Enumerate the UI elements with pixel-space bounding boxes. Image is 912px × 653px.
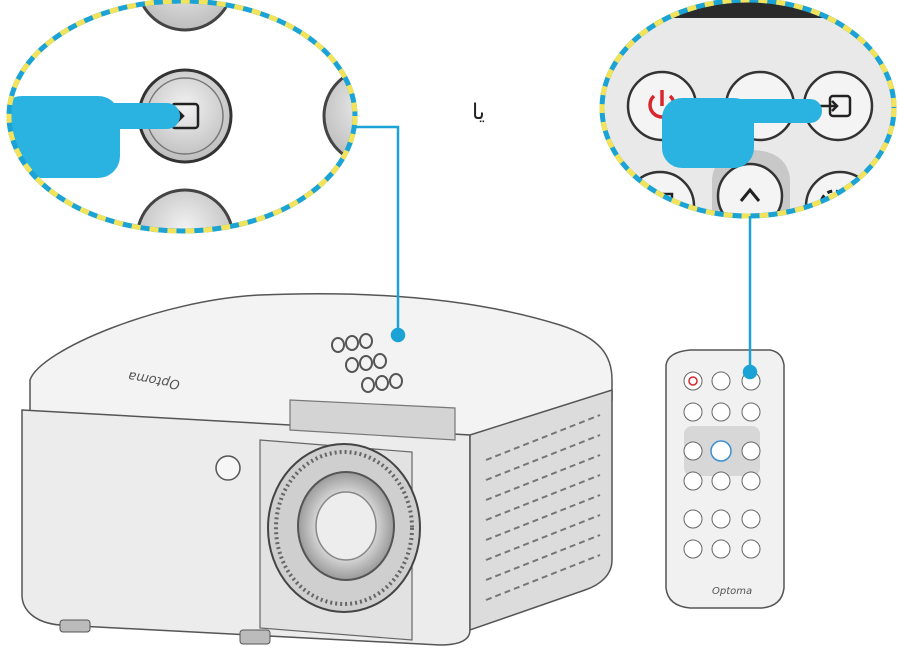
remote-mini-back xyxy=(683,471,703,491)
remote-mini-button xyxy=(683,539,703,559)
remote-mini-power xyxy=(683,371,703,391)
vent-grill xyxy=(485,414,601,601)
projector-keypad-zoom xyxy=(6,0,358,234)
remote-mini-button xyxy=(683,509,703,529)
keypad-button-top xyxy=(135,1,235,32)
remote-up-button xyxy=(716,162,784,216)
remote-mini-button xyxy=(741,509,761,529)
input-source-icon xyxy=(818,94,852,118)
hand-pointer-icon xyxy=(662,98,822,168)
or-label: يا xyxy=(472,100,485,125)
callout-line-projector xyxy=(355,125,406,343)
remote-mini-menu xyxy=(741,471,761,491)
remote-mini-button xyxy=(711,371,731,391)
hand-pointer-icon xyxy=(9,96,180,178)
projector-foot xyxy=(59,619,91,633)
keypad-button-right xyxy=(322,66,355,166)
remote-mini-button xyxy=(683,402,703,422)
remote-mini-right xyxy=(741,441,761,461)
remote-mini-up xyxy=(711,402,731,422)
zoom-slot xyxy=(289,399,456,441)
callout-line-remote xyxy=(742,216,758,380)
projector-lens xyxy=(267,443,421,613)
ir-receiver xyxy=(215,455,241,481)
remote-mini-button xyxy=(711,509,731,529)
remote-control: Optoma xyxy=(665,349,785,609)
remote-mini-button xyxy=(741,539,761,559)
remote-mini-left xyxy=(683,441,703,461)
keypad-button-bottom xyxy=(135,188,235,231)
projector: Optoma xyxy=(21,293,613,646)
remote-mini-down xyxy=(711,471,731,491)
remote-mini-ok xyxy=(710,440,732,462)
up-arrow-icon xyxy=(739,187,761,202)
projector-foot xyxy=(239,629,271,645)
remote-brand: Optoma xyxy=(712,586,752,597)
remote-mini-settings xyxy=(741,402,761,422)
remote-mini-button xyxy=(711,539,731,559)
projector-top-keypad xyxy=(331,333,403,393)
remote-input-button xyxy=(802,70,874,142)
